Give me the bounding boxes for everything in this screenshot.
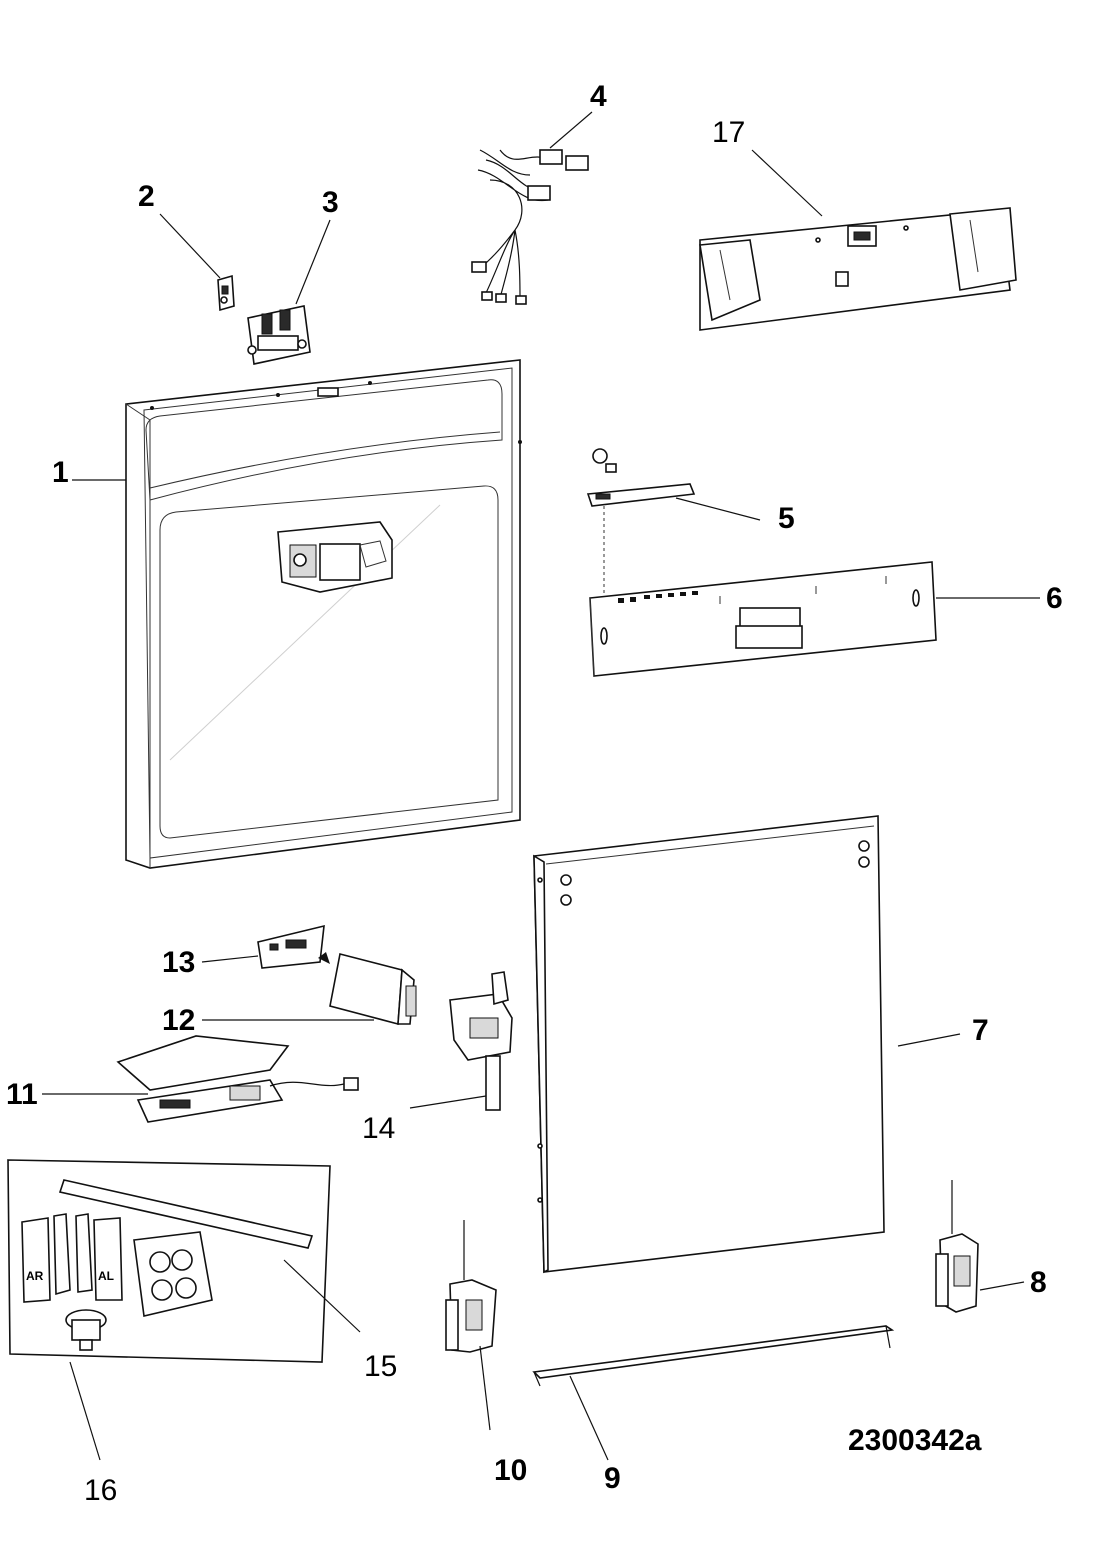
label-3: 3	[322, 186, 339, 219]
part-17-control-frame	[699, 207, 1017, 331]
label-4: 4	[590, 80, 607, 113]
label-13: 13	[162, 946, 195, 979]
part-4-wiring-harness	[471, 149, 589, 305]
hinge-right-marking: AR	[26, 1269, 44, 1283]
part-14-door-switch	[449, 971, 513, 1111]
label-5: 5	[778, 502, 795, 535]
label-8: 8	[1030, 1266, 1047, 1299]
part-6-control-panel	[589, 561, 937, 677]
label-6: 6	[1046, 582, 1063, 615]
label-15: 15	[364, 1350, 397, 1383]
label-16: 16	[84, 1474, 117, 1507]
label-17: 17	[712, 116, 745, 149]
label-14: 14	[362, 1112, 395, 1145]
part-1-inner-door	[125, 359, 522, 869]
label-11: 11	[6, 1078, 38, 1111]
label-10: 10	[494, 1454, 527, 1487]
label-1: 1	[52, 456, 69, 489]
label-9: 9	[604, 1462, 621, 1495]
part-9-rod	[532, 1325, 895, 1387]
part-13-label-card	[257, 924, 330, 969]
part-2-switch	[217, 274, 235, 312]
hinge-left-marking: AL	[98, 1269, 114, 1283]
hinge-block	[133, 1231, 213, 1317]
diagram-reference-code: 2300342a	[848, 1424, 982, 1457]
part-7-outer-door	[533, 815, 885, 1274]
part-11-electronic-board	[116, 1035, 359, 1123]
part-8-right-hinge	[935, 1180, 979, 1313]
hinge-left: AL	[75, 1213, 123, 1301]
part-16-hinge-kit: AR AL	[7, 1159, 331, 1363]
hinge-right: AR	[21, 1213, 71, 1303]
label-12: 12	[162, 1004, 195, 1037]
dispenser-unit	[277, 521, 393, 593]
part-3-door-lock	[247, 305, 311, 365]
foot-knob	[65, 1309, 107, 1351]
label-2: 2	[138, 180, 155, 213]
part-10-left-hinge	[445, 1220, 497, 1353]
part-12-module	[329, 953, 417, 1026]
part-5-button-strip	[586, 448, 696, 598]
label-7: 7	[972, 1014, 989, 1047]
